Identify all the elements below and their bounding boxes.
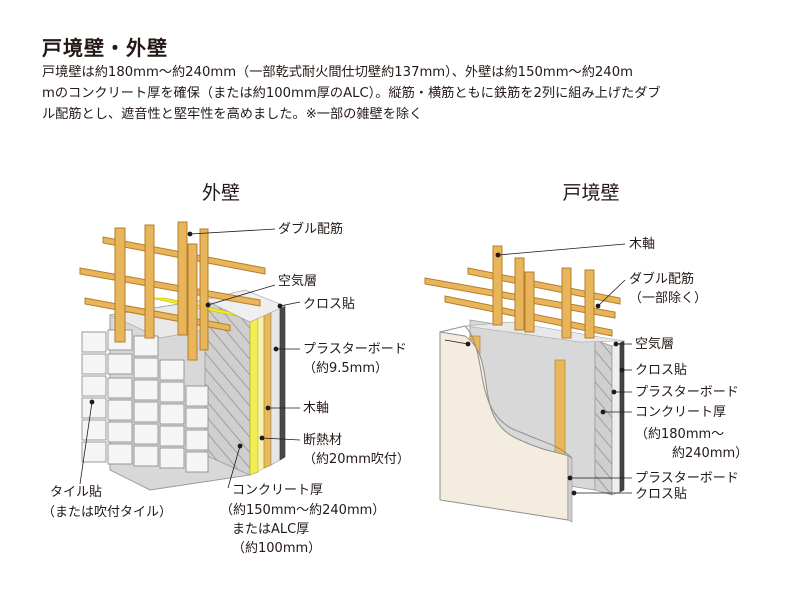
- label-concrete-note3: （約100mm）: [232, 541, 322, 556]
- label-plaster-board: プラスターボード: [303, 342, 407, 357]
- label-concrete-note1: （約150mm～約240mm）: [220, 503, 386, 518]
- label-insulation-note: （約20mm吹付）: [303, 452, 410, 467]
- wood-frame-stud: [263, 311, 272, 469]
- tile-grid: [81, 329, 209, 473]
- page-title: 戸境壁・外壁: [42, 36, 168, 60]
- label-b-cloth: クロス貼: [635, 363, 688, 378]
- intro-line: mのコンクリート厚を確保（または約100mm厚のALC）。縦筋・横筋ともに鉄筋を…: [42, 86, 661, 101]
- exterior-leaders: [79, 228, 301, 489]
- insulation-layer: [249, 317, 259, 476]
- label-b-double-rebar-note: （一部除く）: [629, 291, 708, 306]
- boundary-wall-diagram: [424, 245, 625, 523]
- label-concrete: コンクリート厚: [232, 483, 324, 498]
- intro-line: 戸境壁は約180mm～約240mm（一部乾式耐火間仕切壁約137mm）、外壁は約…: [42, 65, 633, 80]
- label-b-concrete: コンクリート厚: [635, 405, 727, 420]
- label-air-layer: 空気層: [278, 274, 318, 289]
- cloth-layer: [279, 305, 286, 461]
- label-wood-frame: 木軸: [303, 401, 330, 416]
- intro-text: 戸境壁は約180mm～約240mm（一部乾式耐火間仕切壁約137mm）、外壁は約…: [42, 62, 772, 125]
- label-b-cloth-2: クロス貼: [635, 487, 688, 502]
- label-insulation: 断熱材: [303, 433, 343, 448]
- boundary-leaders: [444, 243, 632, 496]
- label-tile: タイル貼: [50, 485, 103, 500]
- boundary-wall-heading: 戸境壁: [562, 182, 620, 204]
- label-b-plaster-board-2: プラスターボード: [635, 471, 739, 486]
- label-b-double-rebar: ダブル配筋: [629, 272, 695, 287]
- exterior-wall-diagram: [79, 221, 286, 491]
- label-tile-note: （または吹付タイル）: [42, 505, 173, 520]
- boundary-front-board: [439, 331, 569, 521]
- label-cloth: クロス貼: [303, 297, 356, 312]
- boundary-rebar: [424, 245, 621, 339]
- label-b-wood-frame: 木軸: [629, 237, 656, 252]
- plaster-board-layer: [270, 307, 281, 466]
- label-b-concrete-note1: （約180mm～: [635, 427, 725, 442]
- intro-line: ル配筋とし、遮音性と堅牢性を高めました。※一部の雑壁を除く: [42, 107, 423, 122]
- label-plaster-board-note: （約9.5mm）: [303, 361, 389, 376]
- boundary-concrete: [594, 339, 613, 496]
- label-concrete-note2: またはALC厚: [232, 522, 310, 537]
- label-b-air-layer: 空気層: [635, 337, 675, 352]
- label-b-plaster-board: プラスターボード: [635, 385, 739, 400]
- exterior-wall-heading: 外壁: [201, 182, 240, 204]
- exterior-rebar: [79, 221, 266, 361]
- label-b-concrete-note2: 約240mm）: [672, 446, 749, 461]
- label-double-rebar: ダブル配筋: [278, 222, 344, 237]
